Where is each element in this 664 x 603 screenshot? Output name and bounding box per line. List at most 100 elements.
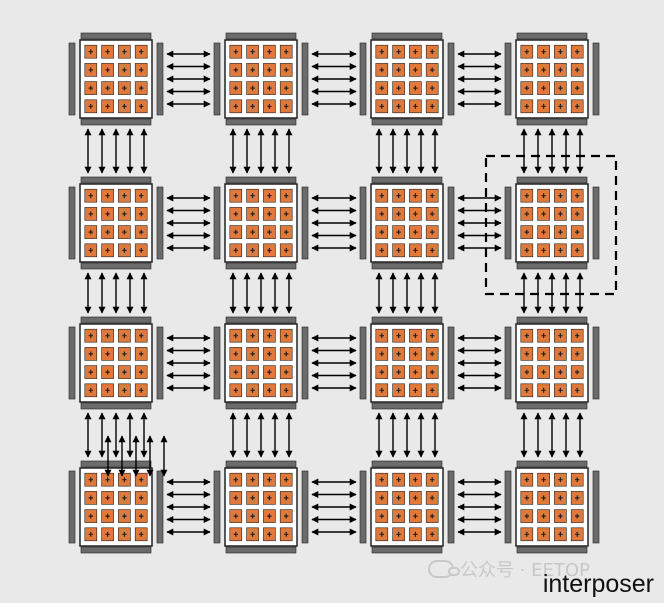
pad-mark [139,49,144,55]
io-bar-right [592,42,600,116]
pad-mark [575,477,580,483]
pad-mark [379,477,384,483]
pad-mark [379,495,384,501]
pad-mark [284,211,289,217]
pad-mark [575,333,580,339]
pad-mark [250,67,255,73]
io-bar-right [301,186,309,260]
chiplet [79,39,153,119]
pad-mark [284,531,289,537]
pad-mark [122,229,127,235]
pad-mark [284,85,289,91]
chiplet [79,323,153,403]
pad-mark [233,247,238,253]
pad-mark [105,211,110,217]
pad-mark [88,247,93,253]
io-bar-top [80,32,152,40]
pad-mark [413,513,418,519]
io-bar-left [359,186,367,260]
io-bar-left [359,42,367,116]
pad-mark [413,369,418,375]
pad-mark [541,103,546,109]
pad-mark [558,333,563,339]
pad-mark [541,229,546,235]
pad-mark [139,85,144,91]
pad-mark [88,85,93,91]
pad-mark [122,477,127,483]
pad-mark [524,103,529,109]
pad-mark [396,369,401,375]
io-bar-bottom [225,118,297,126]
pad-mark [88,513,93,519]
pad-mark [88,229,93,235]
pad-mark [88,193,93,199]
pad-mark [396,333,401,339]
io-bar-left [213,326,221,400]
pad-mark [250,387,255,393]
pad-mark [233,477,238,483]
pad-mark [267,513,272,519]
io-bar-right [156,186,164,260]
chiplet [224,183,298,263]
pad-mark [575,387,580,393]
pad-mark [233,369,238,375]
pad-mark [233,49,238,55]
pad-mark [233,351,238,357]
pad-mark [396,49,401,55]
pad-mark [541,351,546,357]
pad-mark [558,67,563,73]
pad-mark [122,333,127,339]
chiplet [515,467,589,547]
pad-mark [105,333,110,339]
pad-mark [413,247,418,253]
pad-mark [524,247,529,253]
pad-mark [524,351,529,357]
pad-mark [413,387,418,393]
links-layer [84,50,584,536]
pad-mark [413,49,418,55]
pad-mark [379,351,384,357]
pad-mark [88,211,93,217]
pad-mark [413,495,418,501]
io-bar-top [516,316,588,324]
io-bar-bottom [371,546,443,554]
pad-mark [105,369,110,375]
pad-mark [88,495,93,501]
pad-mark [122,351,127,357]
pad-mark [267,211,272,217]
pad-mark [430,369,435,375]
pad-mark [139,513,144,519]
pad-mark [250,351,255,357]
pad-mark [105,85,110,91]
pad-mark [122,49,127,55]
pad-mark [233,85,238,91]
pad-mark [524,211,529,217]
pad-mark [541,67,546,73]
io-bar-top [225,316,297,324]
pad-mark [575,513,580,519]
pad-mark [379,247,384,253]
io-bar-top [371,176,443,184]
pad-mark [105,247,110,253]
pad-mark [558,49,563,55]
pad-mark [524,67,529,73]
pad-mark [413,67,418,73]
io-bars-layer [68,32,600,554]
chiplets-layer [79,39,589,547]
pad-mark [413,85,418,91]
pad-mark [88,103,93,109]
pad-mark [413,211,418,217]
pad-mark [267,387,272,393]
pad-mark [88,351,93,357]
pad-mark [233,211,238,217]
io-bar-bottom [516,262,588,270]
pad-mark [541,531,546,537]
io-bar-top [371,460,443,468]
io-bar-left [68,326,76,400]
pad-mark [524,387,529,393]
io-bar-bottom [371,402,443,410]
pad-mark [524,229,529,235]
pad-mark [430,513,435,519]
chiplet [224,467,298,547]
